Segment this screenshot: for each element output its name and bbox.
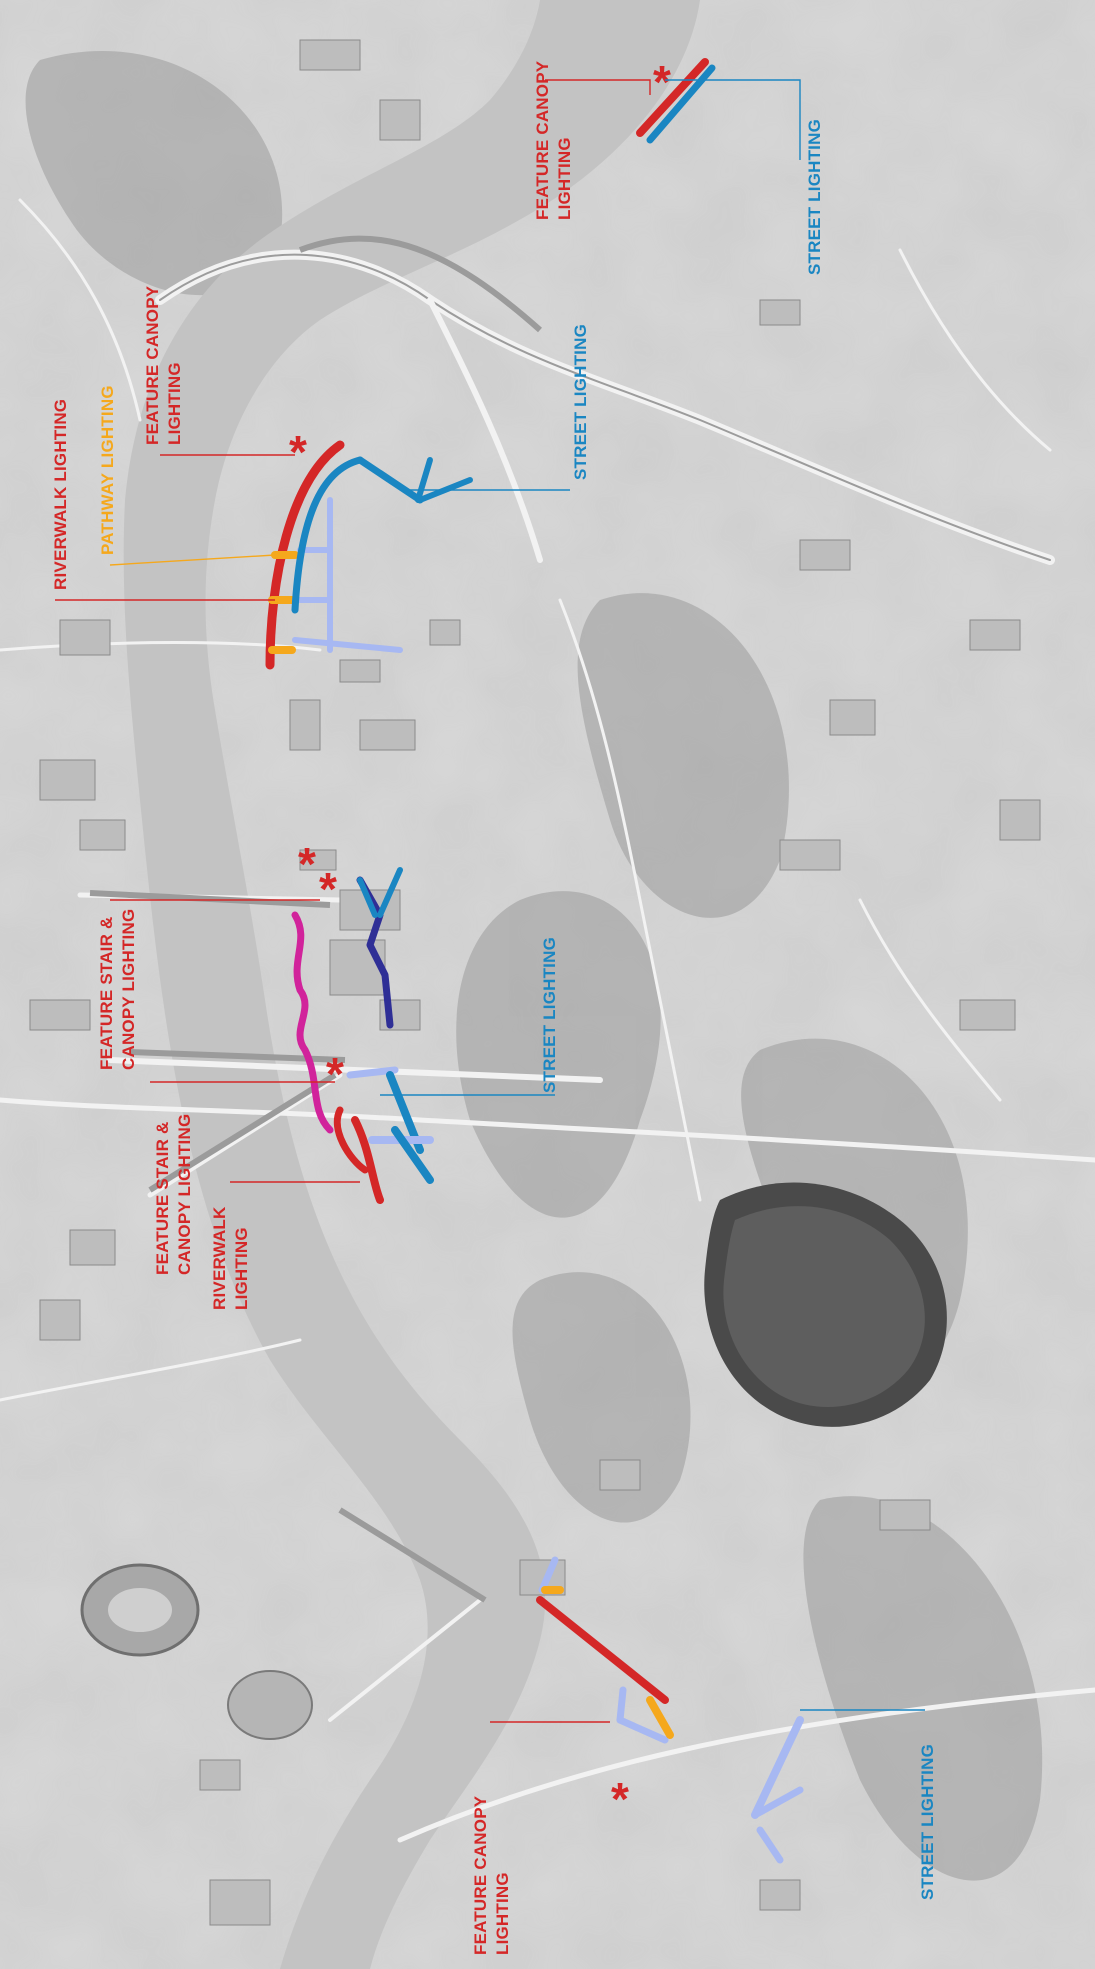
- label-line: RIVERWALK: [210, 1206, 229, 1310]
- asterisk-icon: *: [611, 1773, 629, 1825]
- lighting-upper: [265, 440, 473, 670]
- label-pathway-upper: PATHWAY LIGHTING: [98, 385, 117, 555]
- bridges: [89, 235, 542, 1603]
- label-feature-canopy-upper: FEATURE CANOPY LIGHTING: [143, 281, 184, 445]
- label-line: PATHWAY LIGHTING: [98, 385, 117, 555]
- label-line: CANOPY LIGHTING: [175, 1114, 194, 1275]
- label-street-bottom: STREET LIGHTING: [918, 1744, 937, 1900]
- label-line: STREET LIGHTING: [918, 1744, 937, 1900]
- label-line: FEATURE CANOPY: [143, 285, 162, 445]
- lake-inner: [723, 1206, 925, 1408]
- feature-markers: * * * * * *: [289, 56, 671, 1825]
- river: [123, 0, 701, 1969]
- label-line: LIGHTING: [555, 137, 574, 220]
- label-line: FEATURE STAIR &: [97, 917, 116, 1070]
- label-line: LIGHTING: [493, 1872, 512, 1955]
- label-riverwalk-lower: RIVERWALK LIGHTING: [210, 1202, 251, 1310]
- label-feature-canopy-bottom: FEATURE CANOPY LIGHTING: [471, 1791, 512, 1955]
- asterisk-icon: *: [326, 1048, 344, 1100]
- label-riverwalk-upper: RIVERWALK LIGHTING: [51, 399, 70, 590]
- label-line: FEATURE CANOPY: [533, 60, 552, 220]
- labels: FEATURE CANOPY LIGHTING STREET LIGHTING …: [51, 56, 937, 1955]
- label-line: STREET LIGHTING: [805, 119, 824, 275]
- label-feature-stair-a: FEATURE STAIR & CANOPY LIGHTING: [97, 909, 138, 1070]
- asterisk-icon: *: [319, 863, 337, 915]
- label-line: FEATURE CANOPY: [471, 1795, 490, 1955]
- label-line: LIGHTING: [232, 1227, 251, 1310]
- roads: [0, 198, 1095, 1843]
- leader-lines: [55, 79, 925, 1723]
- lighting-middle: [291, 867, 434, 1204]
- buildings: [29, 39, 1041, 1926]
- stadium: [80, 1563, 313, 1740]
- label-line: STREET LIGHTING: [540, 937, 559, 1093]
- asterisk-icon: *: [653, 56, 671, 108]
- label-line: CANOPY LIGHTING: [119, 909, 138, 1070]
- lighting-bottom: [536, 1556, 804, 1864]
- label-street-top: STREET LIGHTING: [805, 119, 824, 275]
- asterisk-icon: *: [289, 426, 307, 478]
- asterisk-icon: *: [298, 838, 316, 890]
- wooded-areas: [25, 51, 1043, 1881]
- label-line: FEATURE STAIR &: [153, 1122, 172, 1275]
- label-feature-stair-b: FEATURE STAIR & CANOPY LIGHTING: [153, 1114, 194, 1275]
- label-feature-canopy-top: FEATURE CANOPY LIGHTING: [533, 56, 574, 220]
- label-line: RIVERWALK LIGHTING: [51, 399, 70, 590]
- label-line: STREET LIGHTING: [571, 324, 590, 480]
- label-line: LIGHTING: [165, 362, 184, 445]
- label-street-upper: STREET LIGHTING: [571, 324, 590, 480]
- label-street-middle: STREET LIGHTING: [540, 937, 559, 1093]
